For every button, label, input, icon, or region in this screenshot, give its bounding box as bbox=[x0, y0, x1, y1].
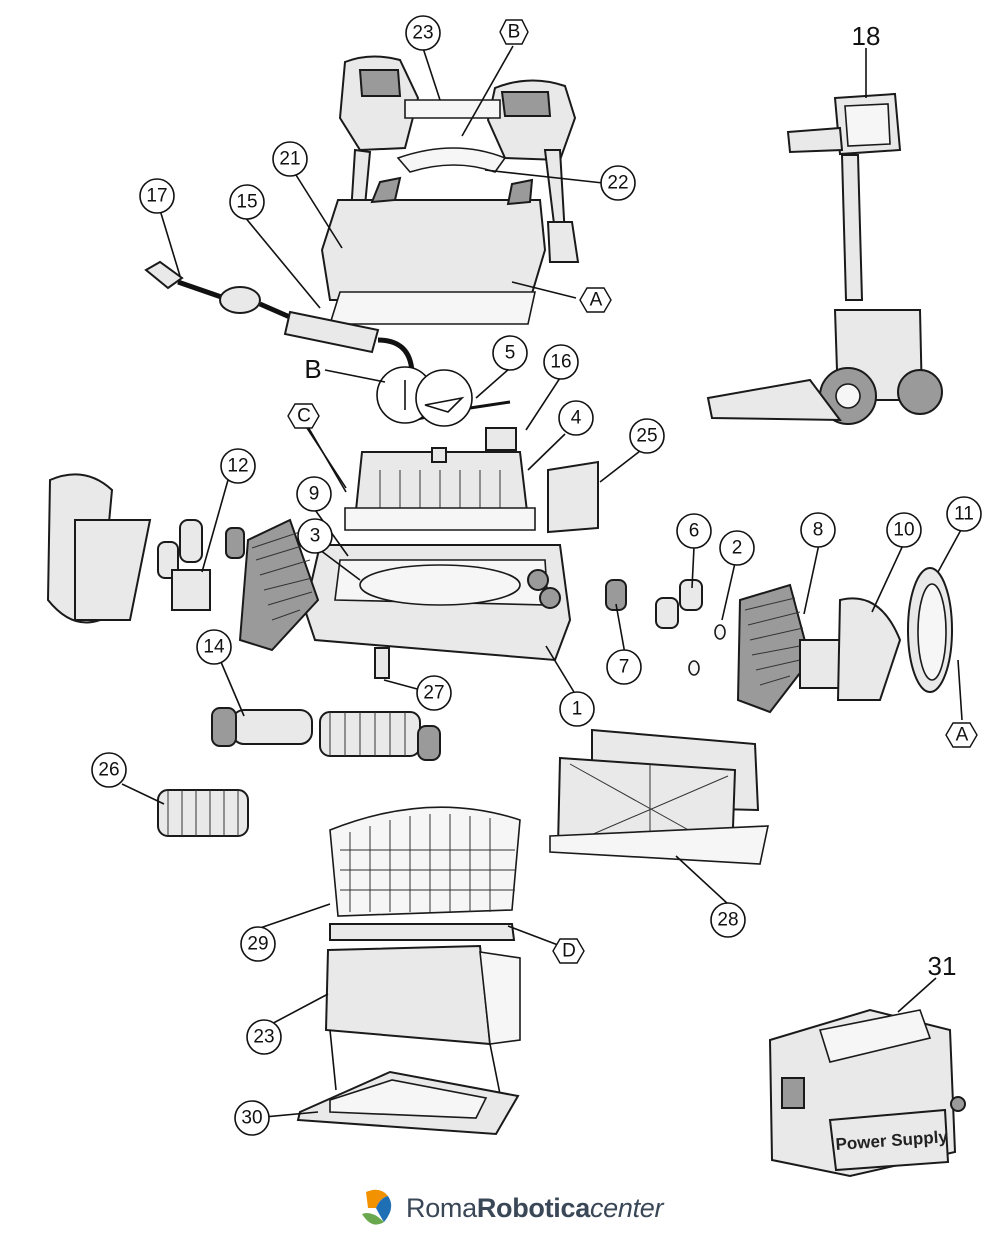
svg-text:29: 29 bbox=[247, 934, 268, 955]
callout-8: 8 bbox=[800, 512, 836, 548]
svg-text:B: B bbox=[508, 22, 521, 43]
callout-3: 3 bbox=[297, 518, 333, 554]
callout-21: 22 bbox=[600, 165, 636, 201]
svg-text:6: 6 bbox=[689, 521, 700, 542]
svg-text:11: 11 bbox=[954, 504, 974, 525]
hex-b-top: B bbox=[499, 19, 529, 45]
callout-14: 12 bbox=[220, 448, 256, 484]
svg-text:17: 17 bbox=[146, 186, 167, 207]
part-motor-unit bbox=[344, 427, 599, 534]
svg-text:22: 22 bbox=[607, 173, 628, 194]
svg-text:A: A bbox=[956, 725, 969, 746]
label-31: 31 bbox=[928, 951, 957, 981]
callout-22: 23 bbox=[246, 1019, 282, 1055]
svg-text:C: C bbox=[297, 406, 311, 427]
callout-6: 6 bbox=[676, 513, 712, 549]
svg-text:D: D bbox=[562, 941, 576, 962]
callout-9: 9 bbox=[296, 476, 332, 512]
callout-12: 14 bbox=[196, 629, 232, 665]
part-right-assembly bbox=[605, 567, 953, 714]
callout-2: 2 bbox=[719, 530, 755, 566]
part-filters bbox=[549, 728, 769, 865]
svg-text:15: 15 bbox=[236, 192, 257, 213]
svg-text:28: 28 bbox=[717, 910, 738, 931]
callouts: 23 21 22 17 15 5 16 4 25 12 9 3 6 2 8 10… bbox=[91, 15, 982, 1136]
svg-text:16: 16 bbox=[550, 352, 571, 373]
callout-4: 4 bbox=[558, 400, 594, 436]
hex-a-top: A bbox=[579, 287, 612, 313]
svg-text:7: 7 bbox=[619, 657, 630, 678]
callout-30: 30 bbox=[234, 1100, 270, 1136]
callout-5: 5 bbox=[492, 335, 528, 371]
part-brushes bbox=[157, 707, 441, 837]
callout-28: 28 bbox=[710, 902, 746, 938]
part-left-assembly bbox=[46, 473, 320, 652]
callout-25: 25 bbox=[629, 418, 665, 454]
callout-23: 23 bbox=[405, 15, 441, 51]
svg-text:5: 5 bbox=[505, 343, 516, 364]
hex-c: C bbox=[287, 403, 320, 429]
svg-text:2: 2 bbox=[732, 538, 743, 559]
svg-text:14: 14 bbox=[203, 637, 225, 658]
hex-a-right: A bbox=[945, 722, 978, 748]
hex-d: D bbox=[552, 938, 585, 964]
svg-text:9: 9 bbox=[309, 484, 320, 505]
part-caddy bbox=[706, 92, 943, 425]
brand-mark-icon bbox=[362, 1189, 392, 1225]
callout-15: 15 bbox=[229, 184, 265, 220]
svg-text:1: 1 bbox=[572, 699, 583, 720]
callout-16: 16 bbox=[543, 344, 579, 380]
callout-17: 17 bbox=[139, 178, 175, 214]
hex-callouts: B A C A D bbox=[287, 19, 978, 964]
label-b-detail: B bbox=[304, 354, 321, 384]
callout-27: 27 bbox=[416, 675, 452, 711]
svg-text:12: 12 bbox=[227, 456, 248, 477]
callout-20: 21 bbox=[272, 141, 308, 177]
part-chassis bbox=[303, 544, 572, 679]
callout-1: 1 bbox=[559, 691, 595, 727]
callout-11: 11 bbox=[946, 496, 982, 532]
svg-text:A: A bbox=[590, 290, 603, 311]
part-top-handle bbox=[320, 55, 580, 325]
svg-text:26: 26 bbox=[98, 760, 119, 781]
svg-text:10: 10 bbox=[893, 520, 914, 541]
svg-text:30: 30 bbox=[241, 1108, 262, 1129]
svg-text:3: 3 bbox=[310, 526, 321, 547]
svg-text:23: 23 bbox=[253, 1027, 274, 1048]
svg-text:27: 27 bbox=[423, 683, 444, 704]
part-basket-bag-base bbox=[296, 806, 521, 1136]
brand-name: RomaRoboticacenter bbox=[406, 1192, 664, 1223]
callout-26: 26 bbox=[91, 752, 127, 788]
label-18: 18 bbox=[852, 21, 881, 51]
svg-text:21: 21 bbox=[279, 149, 300, 170]
callout-29: 29 bbox=[240, 926, 276, 962]
brand-logo: RomaRoboticacenter bbox=[358, 1186, 663, 1230]
callout-7: 7 bbox=[606, 649, 642, 685]
svg-text:23: 23 bbox=[412, 23, 433, 44]
callout-10: 10 bbox=[886, 512, 922, 548]
part-power-supply: Power Supply bbox=[768, 1008, 966, 1178]
svg-text:8: 8 bbox=[813, 520, 824, 541]
svg-text:25: 25 bbox=[636, 426, 657, 447]
svg-text:4: 4 bbox=[571, 408, 582, 429]
detail-b-bubble bbox=[376, 366, 473, 427]
